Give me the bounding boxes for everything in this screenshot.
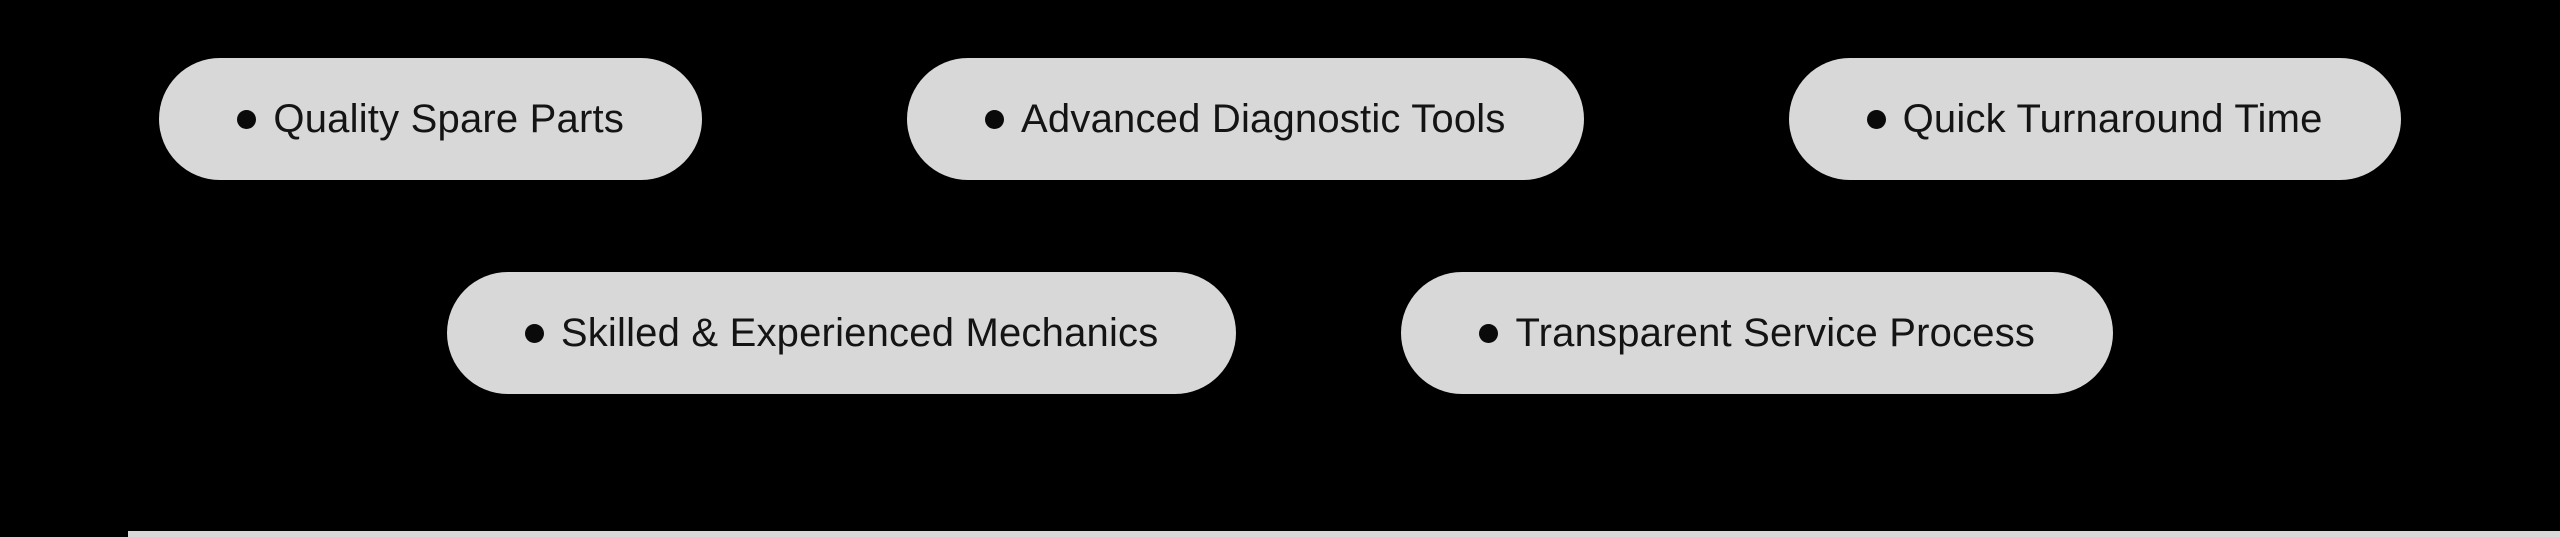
bullet-icon bbox=[1479, 323, 1499, 343]
bottom-section-edge bbox=[128, 531, 2560, 537]
feature-pill-quality-spare-parts: Quality Spare Parts bbox=[159, 58, 703, 180]
feature-row-top: Quality Spare Parts Advanced Diagnostic … bbox=[159, 58, 2401, 180]
bullet-icon bbox=[524, 323, 544, 343]
feature-row-bottom: Skilled & Experienced Mechanics Transpar… bbox=[446, 272, 2114, 394]
feature-pill-quick-turnaround-time: Quick Turnaround Time bbox=[1788, 58, 2401, 180]
feature-pill-label: Skilled & Experienced Mechanics bbox=[560, 311, 1159, 355]
feature-pill-label: Transparent Service Process bbox=[1515, 311, 2036, 355]
bullet-icon bbox=[237, 109, 257, 129]
feature-pill-label: Advanced Diagnostic Tools bbox=[1021, 97, 1506, 141]
feature-pill-advanced-diagnostic-tools: Advanced Diagnostic Tools bbox=[907, 58, 1584, 180]
bullet-icon bbox=[985, 109, 1005, 129]
feature-pill-transparent-service-process: Transparent Service Process bbox=[1401, 272, 2114, 394]
feature-pill-rows: Quality Spare Parts Advanced Diagnostic … bbox=[0, 58, 2560, 394]
feature-pill-label: Quality Spare Parts bbox=[273, 97, 625, 141]
feature-pill-skilled-experienced-mechanics: Skilled & Experienced Mechanics bbox=[446, 272, 1237, 394]
feature-pill-label: Quick Turnaround Time bbox=[1902, 97, 2323, 141]
bullet-icon bbox=[1866, 109, 1886, 129]
